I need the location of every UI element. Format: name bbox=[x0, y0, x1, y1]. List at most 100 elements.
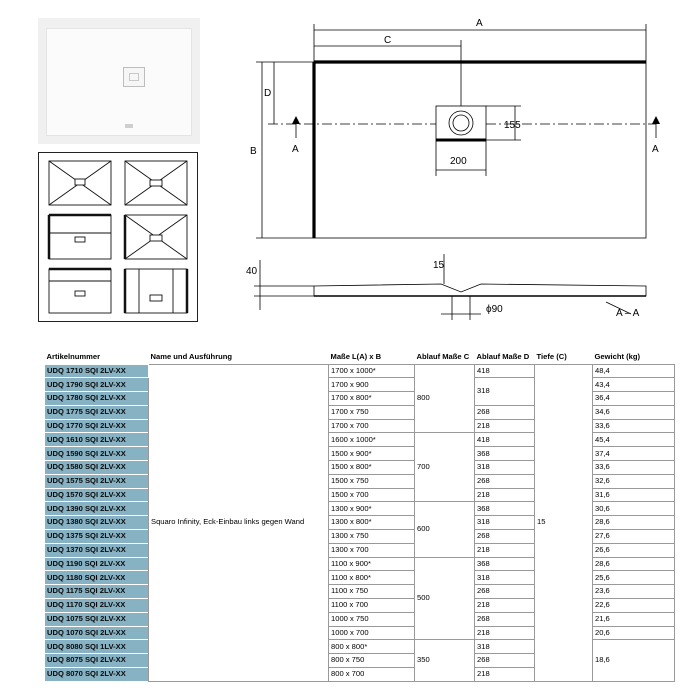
dim-a-label: A bbox=[476, 18, 483, 29]
ablauf-d-cell: 218 bbox=[474, 625, 535, 641]
masse-cell: 1000 x 700 bbox=[328, 625, 415, 641]
gewicht-cell: 18,6 bbox=[592, 639, 675, 682]
artikel-cell: UDQ 1175 SQI 2LV-XX bbox=[44, 584, 149, 600]
artikel-cell: UDQ 1170 SQI 2LV-XX bbox=[44, 598, 149, 613]
dim-15-label: 15 bbox=[433, 260, 445, 271]
table-row: UDQ 1370 SQI 2LV-XX 1300 x 700 218 26,6 bbox=[44, 542, 675, 558]
ablauf-c-cell: 600 bbox=[414, 501, 475, 558]
gewicht-cell: 33,6 bbox=[592, 418, 675, 434]
masse-cell: 1000 x 750 bbox=[328, 611, 415, 627]
dim-b-label: B bbox=[250, 146, 257, 157]
artikel-cell: UDQ 1775 SQI 2LV-XX bbox=[44, 404, 149, 420]
dim-d-label: D bbox=[264, 88, 271, 99]
masse-cell: 1300 x 800* bbox=[328, 515, 415, 531]
masse-cell: 1100 x 750 bbox=[328, 584, 415, 600]
header-masse: Maße L(A) x B bbox=[330, 352, 382, 362]
ablauf-d-cell: 218 bbox=[474, 542, 535, 558]
table-row: UDQ 1390 SQI 2LV-XX 1300 x 900* 600 368 … bbox=[44, 501, 675, 558]
masse-cell: 1700 x 800* bbox=[328, 391, 415, 406]
gewicht-cell: 37,4 bbox=[592, 446, 675, 462]
masse-cell: 1100 x 800* bbox=[328, 570, 415, 586]
artikel-cell: UDQ 1380 SQI 2LV-XX bbox=[44, 515, 149, 531]
masse-cell: 800 x 700 bbox=[328, 667, 415, 682]
masse-cell: 800 x 800* bbox=[328, 639, 415, 655]
artikel-cell: UDQ 1710 SQI 2LV-XX bbox=[44, 363, 149, 379]
ablauf-d-cell: 318 bbox=[474, 639, 535, 655]
ablauf-d-cell: 218 bbox=[474, 418, 535, 434]
ablauf-d-cell: 218 bbox=[474, 487, 535, 503]
table-row: UDQ 1190 SQI 2LV-XX 1100 x 900* 500 368 … bbox=[44, 556, 675, 641]
artikel-cell: UDQ 1375 SQI 2LV-XX bbox=[44, 529, 149, 544]
artikel-cell: UDQ 1180 SQI 2LV-XX bbox=[44, 570, 149, 586]
ablauf-d-cell: 318 bbox=[474, 570, 535, 586]
header-ablauf-d: Ablauf Maße D bbox=[476, 352, 530, 362]
ablauf-d-cell: 368 bbox=[474, 446, 535, 462]
artikel-cell: UDQ 1575 SQI 2LV-XX bbox=[44, 473, 149, 489]
dimension-drawing: A C B D 155 200 A A 40 15 ϕ90 A – A bbox=[246, 18, 660, 320]
table-row: UDQ 1375 SQI 2LV-XX 1300 x 750 268 27,6 bbox=[44, 529, 675, 544]
ablauf-d-cell: 218 bbox=[474, 667, 535, 682]
artikel-cell: UDQ 1570 SQI 2LV-XX bbox=[44, 487, 149, 503]
artikel-cell: UDQ 1580 SQI 2LV-XX bbox=[44, 460, 149, 475]
masse-cell: 1700 x 1000* bbox=[328, 363, 415, 379]
ablauf-d-cell: 368 bbox=[474, 556, 535, 572]
dim-40-label: 40 bbox=[246, 266, 258, 277]
table-row: UDQ 1780 SQI 2LV-XX 1700 x 800* 36,4 bbox=[44, 391, 675, 406]
ablauf-d-cell: 268 bbox=[474, 529, 535, 544]
header-ablauf-c: Ablauf Maße C bbox=[416, 352, 470, 362]
gewicht-cell: 36,4 bbox=[592, 391, 675, 406]
ablauf-d-cell: 318 bbox=[474, 515, 535, 531]
masse-cell: 1300 x 700 bbox=[328, 542, 415, 558]
artikel-cell: UDQ 1780 SQI 2LV-XX bbox=[44, 391, 149, 406]
drain-cover-image bbox=[123, 67, 145, 87]
masse-cell: 1600 x 1000* bbox=[328, 432, 415, 448]
ablauf-d-cell: 268 bbox=[474, 584, 535, 600]
table-row: UDQ 8070 SQI 2LV-XX 800 x 700 218 bbox=[44, 667, 675, 682]
artikel-cell: UDQ 8075 SQI 2LV-XX bbox=[44, 653, 149, 669]
ablauf-d-cell: 418 bbox=[474, 363, 535, 379]
artikel-cell: UDQ 1075 SQI 2LV-XX bbox=[44, 611, 149, 627]
table-row: UDQ 1075 SQI 2LV-XX 1000 x 750 268 21,6 bbox=[44, 611, 675, 627]
masse-cell: 1500 x 700 bbox=[328, 487, 415, 503]
spec-table: Artikelnummer Name und Ausführung Maße L… bbox=[44, 338, 675, 682]
header-artikel: Artikelnummer bbox=[46, 352, 101, 362]
artikel-cell: UDQ 8070 SQI 2LV-XX bbox=[44, 667, 149, 682]
artikel-cell: UDQ 1790 SQI 2LV-XX bbox=[44, 377, 149, 393]
ablauf-c-cell: 500 bbox=[414, 556, 475, 641]
gewicht-cell: 20,6 bbox=[592, 625, 675, 641]
ablauf-d-cell: 218 bbox=[474, 598, 535, 613]
artikel-cell: UDQ 1070 SQI 2LV-XX bbox=[44, 625, 149, 641]
masse-cell: 1100 x 700 bbox=[328, 598, 415, 613]
gewicht-cell: 23,6 bbox=[592, 584, 675, 600]
masse-cell: 1500 x 800* bbox=[328, 460, 415, 475]
artikel-cell: UDQ 1610 SQI 2LV-XX bbox=[44, 432, 149, 448]
section-aa-label: A – A bbox=[616, 308, 640, 319]
masse-cell: 1300 x 900* bbox=[328, 501, 415, 517]
header-gewicht: Gewicht (kg) bbox=[594, 352, 641, 362]
technical-drawing: A C B D 155 200 A A 40 15 ϕ90 A – A bbox=[236, 10, 666, 330]
section-marker-left: A bbox=[292, 144, 299, 155]
dim-90-label: ϕ90 bbox=[486, 304, 503, 315]
ablauf-d-cell: 268 bbox=[474, 611, 535, 627]
table-header-row: Artikelnummer Name und Ausführung Maße L… bbox=[45, 338, 675, 364]
masse-cell: 1700 x 900 bbox=[328, 377, 415, 393]
artikel-cell: UDQ 1190 SQI 2LV-XX bbox=[44, 556, 149, 572]
gewicht-cell: 28,6 bbox=[592, 515, 675, 531]
artikel-cell: UDQ 1390 SQI 2LV-XX bbox=[44, 501, 149, 517]
gewicht-cell: 25,6 bbox=[592, 570, 675, 586]
ablauf-d-cell: 318 bbox=[474, 460, 535, 475]
ablauf-d-cell: 268 bbox=[474, 404, 535, 420]
dim-155-label: 155 bbox=[504, 120, 521, 131]
gewicht-cell: 32,6 bbox=[592, 473, 675, 489]
ablauf-d-cell: 368 bbox=[474, 501, 535, 517]
table-row: UDQ 1770 SQI 2LV-XX 1700 x 700 218 33,6 bbox=[44, 418, 675, 434]
installation-variants bbox=[38, 152, 198, 322]
ablauf-c-cell: 350 bbox=[414, 639, 475, 682]
gewicht-cell: 34,6 bbox=[592, 404, 675, 420]
gewicht-cell: 43,4 bbox=[592, 377, 675, 393]
ablauf-c-cell: 700 bbox=[414, 432, 475, 503]
header-tiefe: Tiefe (C) bbox=[536, 352, 567, 362]
shower-tray-image bbox=[46, 28, 192, 136]
gewicht-cell: 31,6 bbox=[592, 487, 675, 503]
masse-cell: 1700 x 700 bbox=[328, 418, 415, 434]
